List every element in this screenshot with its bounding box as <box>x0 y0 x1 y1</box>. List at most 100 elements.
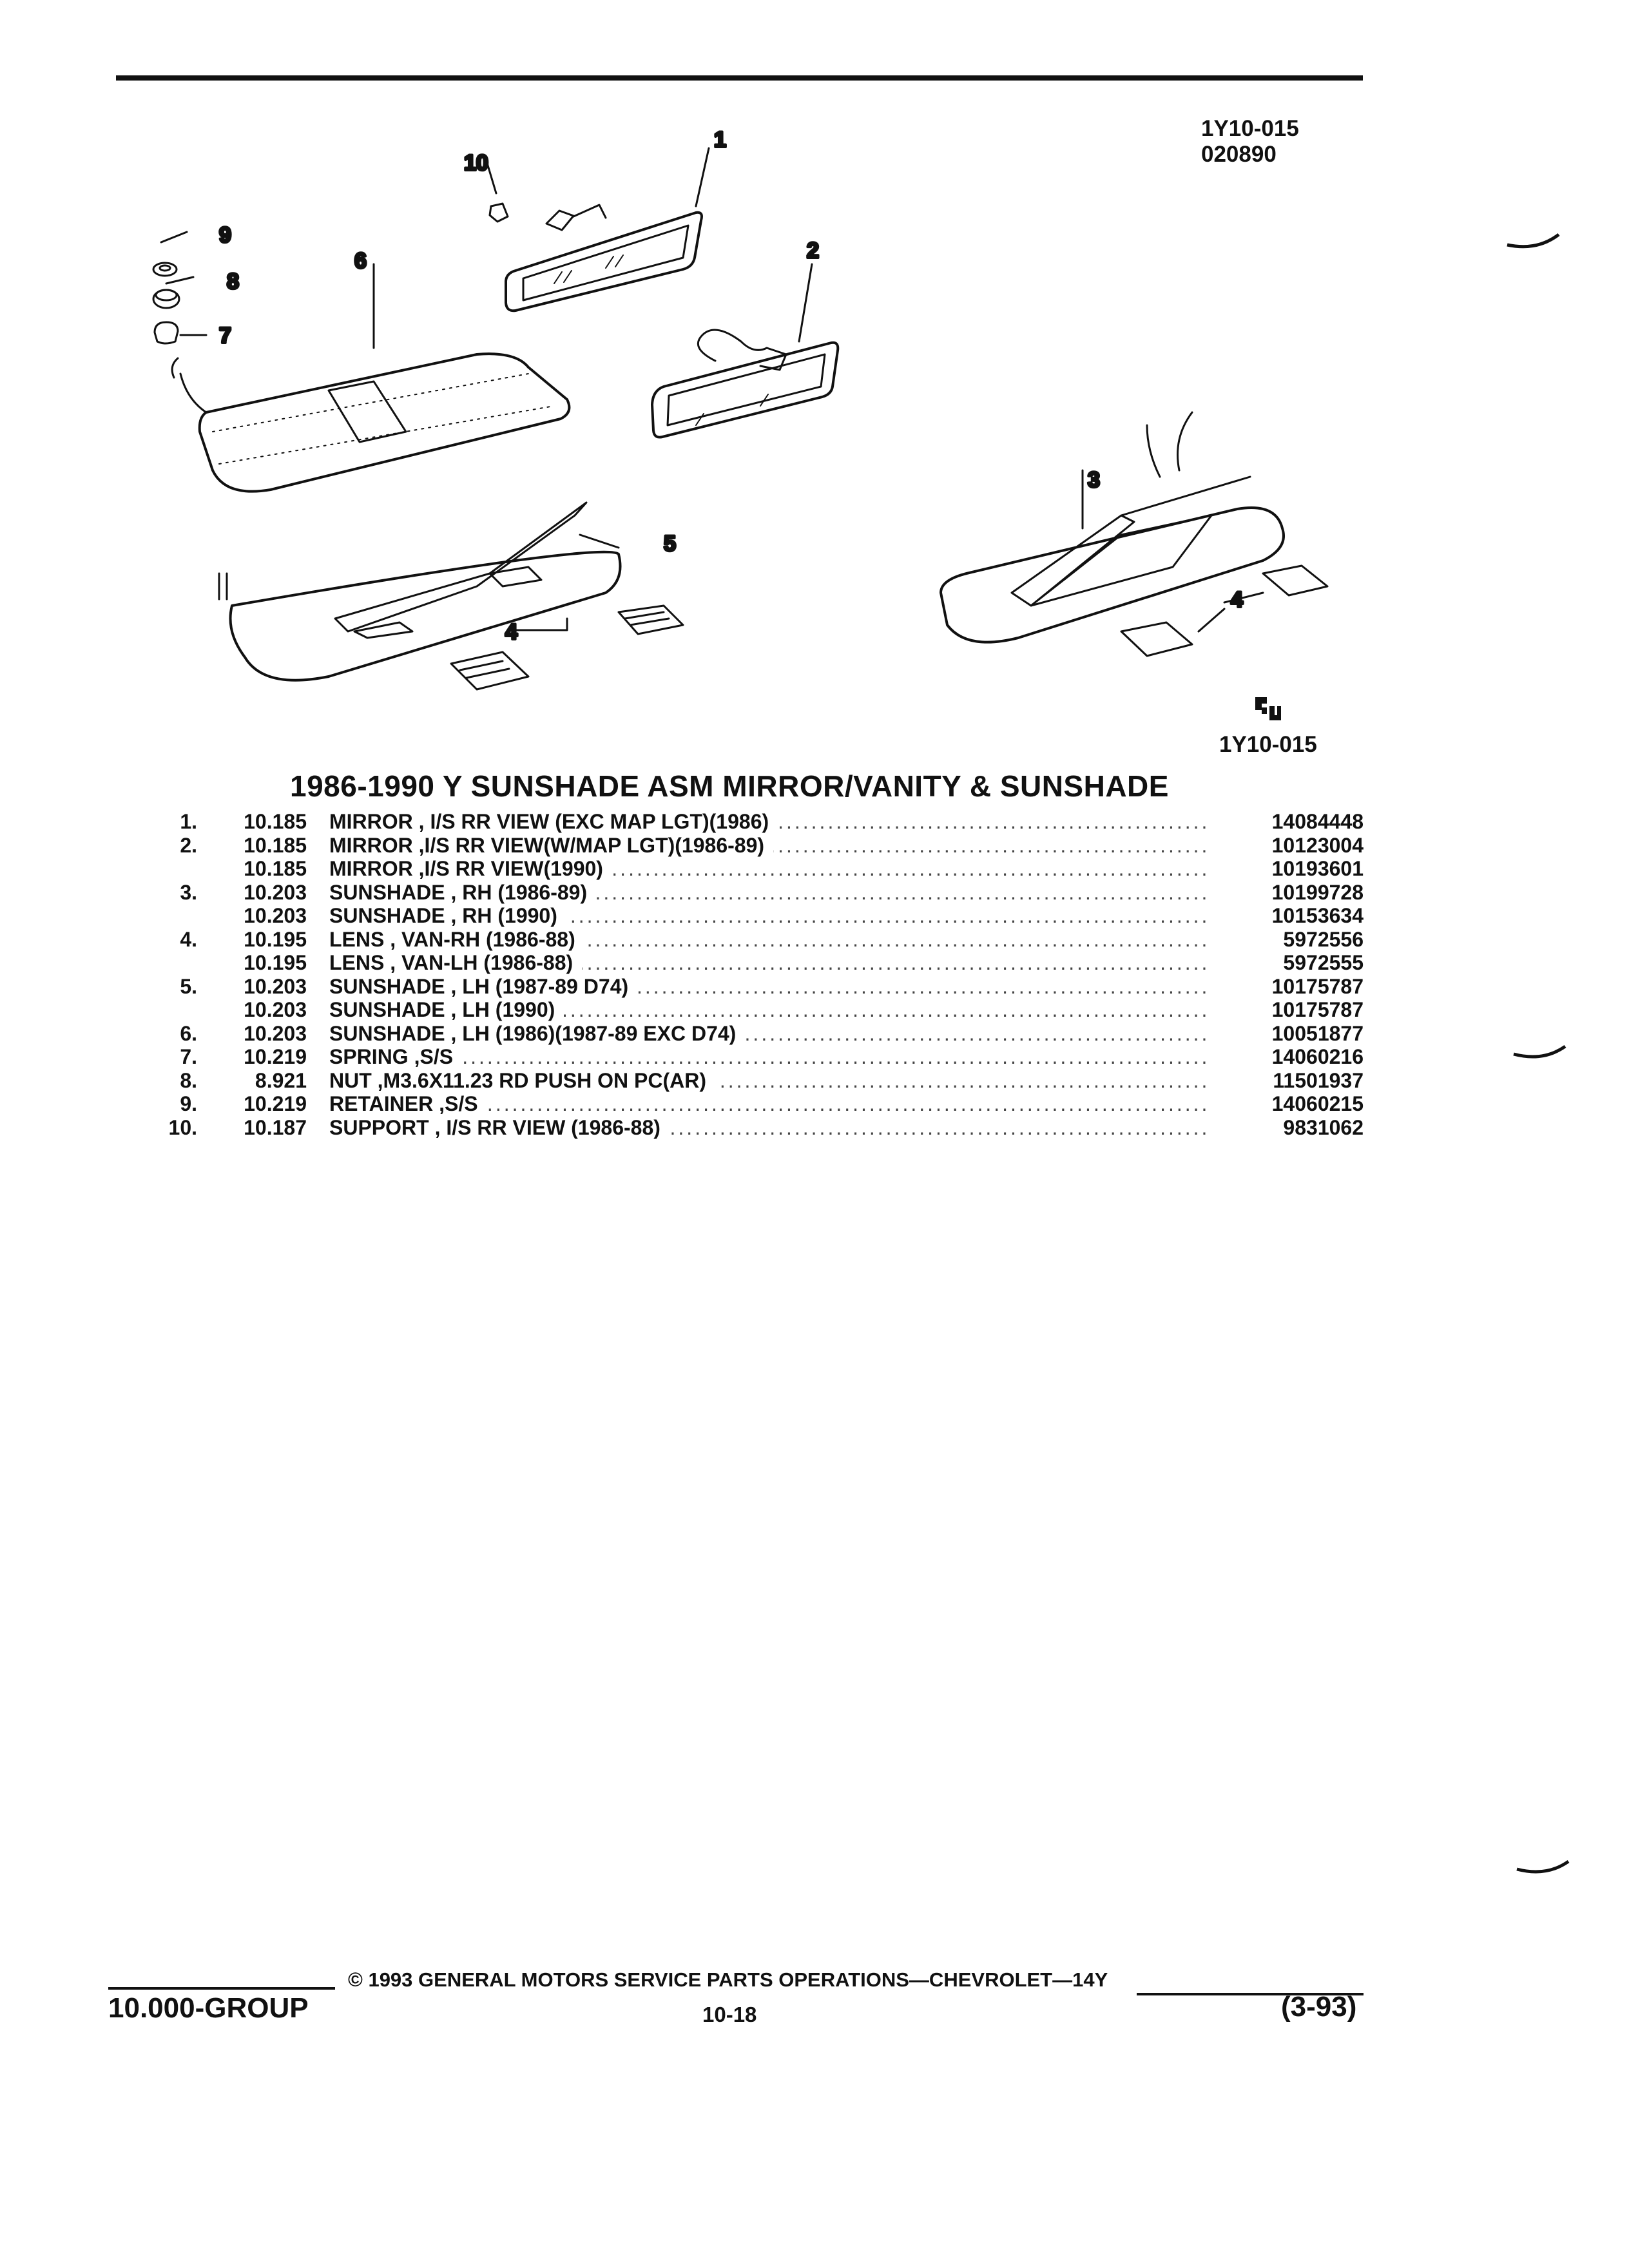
part-number: 10175787 <box>1209 998 1364 1021</box>
part-description: MIRROR ,I/S RR VIEW(W/MAP LGT)(1986-89) <box>329 833 774 857</box>
group-number: 10.185 <box>244 857 307 880</box>
parts-list-row: ........................................… <box>152 974 1364 999</box>
item-number: 9. <box>180 1092 197 1115</box>
diagram-id-block: 1Y10-015 020890 <box>1201 116 1330 168</box>
part-number: 5972555 <box>1209 951 1364 974</box>
copyright-notice: © 1993 GENERAL MOTORS SERVICE PARTS OPER… <box>348 1968 1108 1991</box>
group-number: 10.185 <box>244 833 307 857</box>
part-number: 9831062 <box>1209 1115 1364 1139</box>
illustration-reference-id: 1Y10-015 <box>1219 732 1317 757</box>
sunshade-6-drawing <box>171 352 571 493</box>
item-number: 4. <box>180 927 197 951</box>
part-description: SPRING ,S/S <box>329 1045 463 1068</box>
footer-rule-right <box>1137 1993 1364 1995</box>
group-number: 10.195 <box>244 927 307 951</box>
callout-2: 2 <box>807 238 819 263</box>
lens-4-left-drawing <box>450 604 684 691</box>
parts-list-row: ........................................… <box>152 880 1364 905</box>
parts-list-row: ........................................… <box>152 904 1364 928</box>
item-number: 6. <box>180 1021 197 1045</box>
part-description: SUNSHADE , RH (1990) <box>329 904 566 927</box>
parts-list-row: ........................................… <box>152 1021 1364 1046</box>
top-rule <box>116 75 1363 81</box>
callout-1: 1 <box>714 129 726 152</box>
callout-7: 7 <box>219 323 231 348</box>
parts-list: ........................................… <box>152 810 1364 1139</box>
part-description: SUNSHADE , LH (1987-89 D74) <box>329 974 638 998</box>
group-number: 10.219 <box>244 1045 307 1068</box>
binder-mark-middle <box>1513 1044 1566 1059</box>
parts-list-row: ........................................… <box>152 1045 1364 1069</box>
group-number: 10.219 <box>244 1092 307 1115</box>
callout-5: 5 <box>664 532 676 556</box>
section-title: 1986-1990 Y SUNSHADE ASM MIRROR/VANITY &… <box>290 769 1169 803</box>
part-description: MIRROR , I/S RR VIEW (EXC MAP LGT)(1986) <box>329 810 778 833</box>
parts-list-row: ........................................… <box>152 833 1364 858</box>
part-description: RETAINER ,S/S <box>329 1092 487 1115</box>
parts-list-row: ........................................… <box>152 927 1364 952</box>
dot-leader: ........................................… <box>329 1045 1206 1068</box>
item-number: 8. <box>180 1068 197 1092</box>
part-number: 10193601 <box>1209 857 1364 880</box>
item-number: 7. <box>180 1045 197 1068</box>
parts-list-row: ........................................… <box>152 810 1364 834</box>
parts-list-row: ........................................… <box>152 998 1364 1022</box>
callout-leader-lines <box>160 147 1264 633</box>
binder-mark-bottom <box>1516 1860 1570 1874</box>
group-number: 10.203 <box>244 880 307 904</box>
gm-service-parts-logo-icon <box>1255 697 1281 720</box>
page-number: 10-18 <box>702 2003 757 2026</box>
diagram-id: 1Y10-015 <box>1201 116 1299 141</box>
callout-3: 3 <box>1088 468 1100 492</box>
exploded-parts-illustration: 1 2 3 4 4 5 6 7 8 9 10 <box>116 126 1340 760</box>
callout-6: 6 <box>354 249 367 273</box>
part-description: SUNSHADE , RH (1986-89) <box>329 880 597 904</box>
support-10-drawing <box>488 202 509 223</box>
mirror-1-drawing <box>505 204 703 312</box>
group-number: 10.185 <box>244 810 307 833</box>
part-number: 14060215 <box>1209 1092 1364 1115</box>
parts-list-row: ........................................… <box>152 1115 1364 1140</box>
group-number: 10.203 <box>244 1021 307 1045</box>
part-number: 10199728 <box>1209 880 1364 904</box>
callout-8: 8 <box>227 269 239 294</box>
part-description: LENS , VAN-LH (1986-88) <box>329 951 583 974</box>
callout-4-left: 4 <box>505 620 517 644</box>
group-label: 10.000-GROUP <box>108 1992 309 2024</box>
date-code: (3-93) <box>1281 1991 1357 2023</box>
item-number: 2. <box>180 833 197 857</box>
item-number: 3. <box>180 880 197 904</box>
parts-list-row: ........................................… <box>152 1092 1364 1116</box>
small-parts-7-8-9 <box>152 262 180 345</box>
group-number: 10.195 <box>244 951 307 974</box>
part-number: 10051877 <box>1209 1021 1364 1045</box>
mirror-2-drawing <box>651 329 840 439</box>
group-number: 10.187 <box>244 1115 307 1139</box>
binder-mark-top <box>1507 233 1560 249</box>
item-number: 1. <box>180 810 197 833</box>
part-number: 14060216 <box>1209 1045 1364 1068</box>
group-number: 10.203 <box>244 998 307 1021</box>
part-description: LENS , VAN-RH (1986-88) <box>329 927 584 951</box>
part-description: SUPPORT , I/S RR VIEW (1986-88) <box>329 1115 670 1139</box>
sunshade-5-drawing <box>218 501 622 682</box>
part-description: NUT ,M3.6X11.23 RD PUSH ON PC(AR) <box>329 1068 716 1092</box>
part-number: 10175787 <box>1209 974 1364 998</box>
part-description: MIRROR ,I/S RR VIEW(1990) <box>329 857 612 880</box>
part-description: SUNSHADE , LH (1990) <box>329 998 564 1021</box>
parts-list-row: ........................................… <box>152 951 1364 975</box>
item-number: 10. <box>168 1115 197 1139</box>
parts-list-row: ........................................… <box>152 1068 1364 1093</box>
group-number: 10.203 <box>244 904 307 927</box>
part-number: 14084448 <box>1209 810 1364 833</box>
sunshade-3-drawing <box>940 411 1285 644</box>
group-number: 10.203 <box>244 974 307 998</box>
part-number: 11501937 <box>1209 1068 1364 1092</box>
parts-list-row: ........................................… <box>152 857 1364 881</box>
part-number: 10153634 <box>1209 904 1364 927</box>
callout-9: 9 <box>219 223 231 247</box>
part-description: SUNSHADE , LH (1986)(1987-89 EXC D74) <box>329 1021 746 1045</box>
lens-4-right-drawing <box>1120 564 1329 657</box>
diagram-date: 020890 <box>1201 142 1277 167</box>
